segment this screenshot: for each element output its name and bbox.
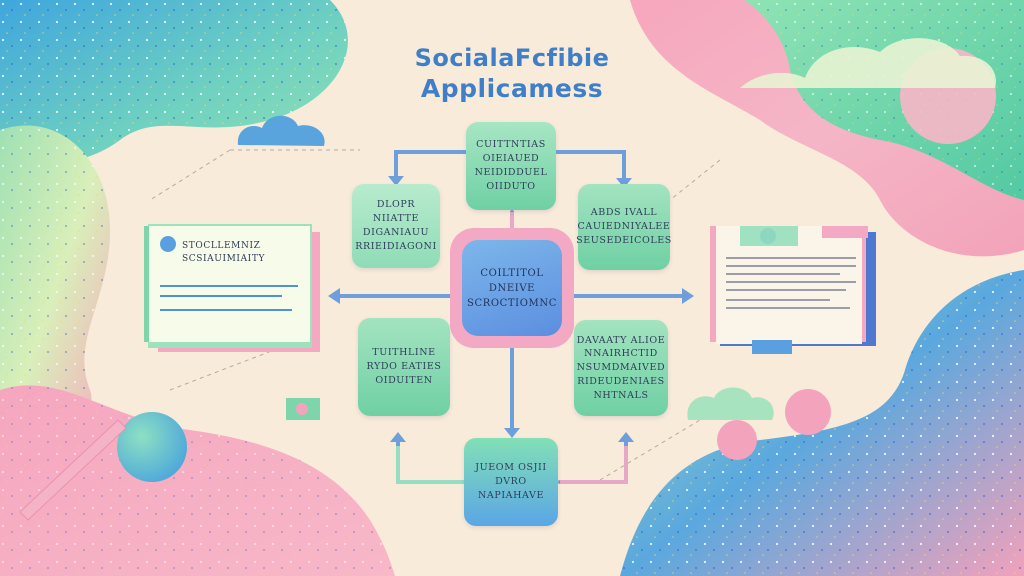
central-hub-node: COILTITOL DNEIVE SCROCTIOMNC bbox=[462, 240, 562, 336]
diagram-title-line-1: SocialaFcfibie bbox=[414, 44, 610, 72]
node-lower-right-label: DAVAATY ALIOE NNAIRHCTID NSUMDMAIVED RID… bbox=[576, 334, 666, 401]
left-document-heading: STOCLLEMNIZ SCSIAUIMIAITY bbox=[182, 241, 265, 264]
diagram-title-line-2: Applicamess bbox=[420, 74, 604, 103]
node-upper-left-label: DLOPR NIIATTE DIGANIAUU RRIEIDIAGONI bbox=[355, 199, 437, 252]
central-hub-label: COILTITOL DNEIVE SCROCTIOMNC bbox=[467, 267, 557, 309]
node-lower-left-label: TUITHLINE RYDO EATIES OIDUITEN bbox=[366, 347, 442, 386]
node-bottom-label: JUEOM OSJII DVRO NAPIAHAVE bbox=[475, 462, 547, 501]
node-upper-right: ABDS IVALL CAUIEDNIYALEE SEUSEDEICOLES bbox=[576, 184, 672, 270]
node-upper-right-label: ABDS IVALL CAUIEDNIYALEE SEUSEDEICOLES bbox=[576, 207, 672, 246]
node-upper-left: DLOPR NIIATTE DIGANIAUU RRIEIDIAGONI bbox=[352, 184, 440, 268]
node-top-label: CUITTNTIAS OIEIAUED NEIDIDDUEL OIIDUTO bbox=[474, 139, 548, 192]
node-lower-left: TUITHLINE RYDO EATIES OIDUITEN bbox=[358, 318, 450, 416]
node-top: CUITTNTIAS OIEIAUED NEIDIDDUEL OIIDUTO bbox=[466, 122, 556, 210]
node-lower-right: DAVAATY ALIOE NNAIRHCTID NSUMDMAIVED RID… bbox=[574, 320, 668, 416]
node-bottom: JUEOM OSJII DVRO NAPIAHAVE bbox=[464, 438, 558, 526]
